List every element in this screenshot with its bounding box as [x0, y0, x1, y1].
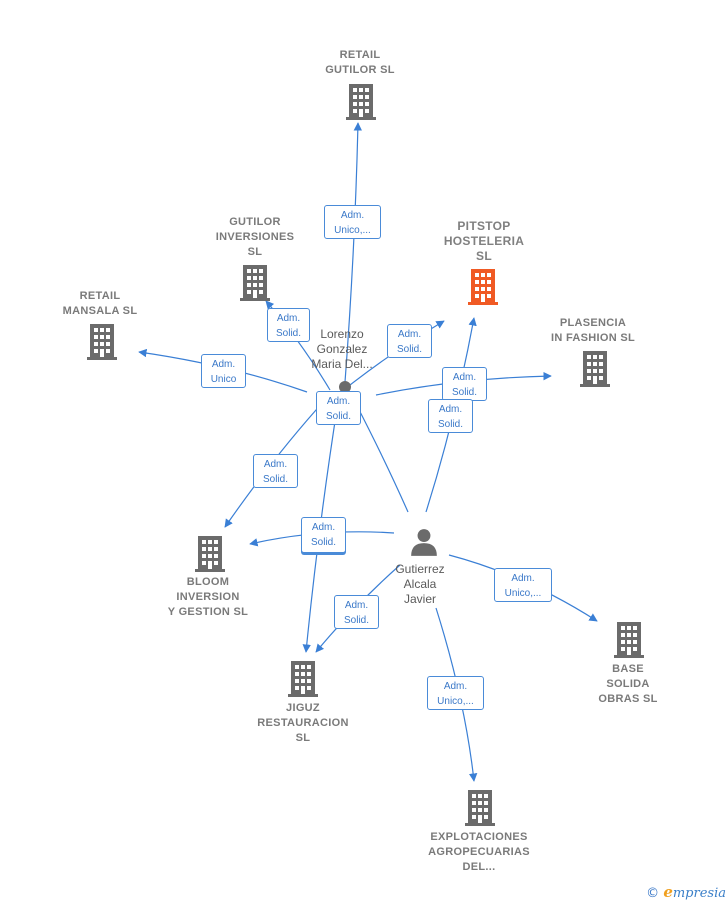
company-label-pitstop-hosteleria[interactable]: PITSTOP HOSTELERIA SL [443, 219, 525, 263]
role-badge: Adm. Solid. [316, 391, 361, 425]
role-badge: Adm. Solid. [334, 595, 379, 629]
role-badge: Adm. Unico [201, 354, 246, 388]
person-label-lorenzo[interactable]: Lorenzo Gonzalez Maria Del... [311, 327, 373, 371]
edge-lorenzo-gutierrez [354, 401, 409, 513]
building-icon[interactable] [240, 265, 270, 301]
role-badge: Adm. Solid. [428, 399, 473, 433]
company-label-jiguz-restauracion[interactable]: JIGUZ RESTAURACION SL [257, 702, 349, 744]
edge-lorenzo-retail-gutilor [344, 122, 363, 383]
brand-name: mpresia [672, 886, 726, 901]
role-badge: Adm. Unico,... [427, 676, 484, 710]
building-icon-highlight[interactable] [468, 269, 498, 305]
company-label-gutilor-inversiones[interactable]: GUTILOR INVERSIONES SL [215, 216, 295, 258]
building-icon[interactable] [288, 661, 318, 697]
building-icon[interactable] [580, 351, 610, 387]
copyright-symbol: © [646, 886, 660, 901]
building-icon[interactable] [614, 622, 644, 658]
role-badge: Adm. Solid. [253, 454, 298, 488]
company-label-bloom-inversion[interactable]: BLOOM INVERSION Y GESTION SL [167, 576, 249, 618]
role-badge: Adm. Unico,... [324, 205, 381, 239]
brand-initial: e [663, 883, 673, 901]
building-icon[interactable] [195, 536, 225, 572]
company-label-base-solida-obras[interactable]: BASE SOLIDA OBRAS SL [598, 663, 658, 705]
company-label-plasencia-in-fashion[interactable]: PLASENCIA IN FASHION SL [551, 317, 635, 344]
role-badge: Adm. Solid. [442, 367, 487, 401]
company-label-retail-mansala[interactable]: RETAIL MANSALA SL [62, 290, 138, 317]
person-icon[interactable] [409, 528, 439, 556]
company-label-explotaciones-agropecuarias[interactable]: EXPLOTACIONES AGROPECUARIAS DEL... [428, 831, 530, 873]
person-label-gutierrez[interactable]: Gutierrez Alcala Javier [395, 562, 445, 606]
role-badge: Adm. Solid. [301, 517, 346, 553]
role-badge: Adm. Solid. [267, 308, 310, 342]
building-icon[interactable] [465, 790, 495, 826]
building-icon[interactable] [87, 324, 117, 360]
role-badge: Adm. Unico,... [494, 568, 552, 602]
company-label-retail-gutilor[interactable]: RETAIL GUTILOR SL [325, 49, 395, 76]
brand-logo[interactable]: © empresia [646, 883, 726, 901]
role-badge: Adm. Solid. [387, 324, 432, 358]
building-icon[interactable] [346, 84, 376, 120]
